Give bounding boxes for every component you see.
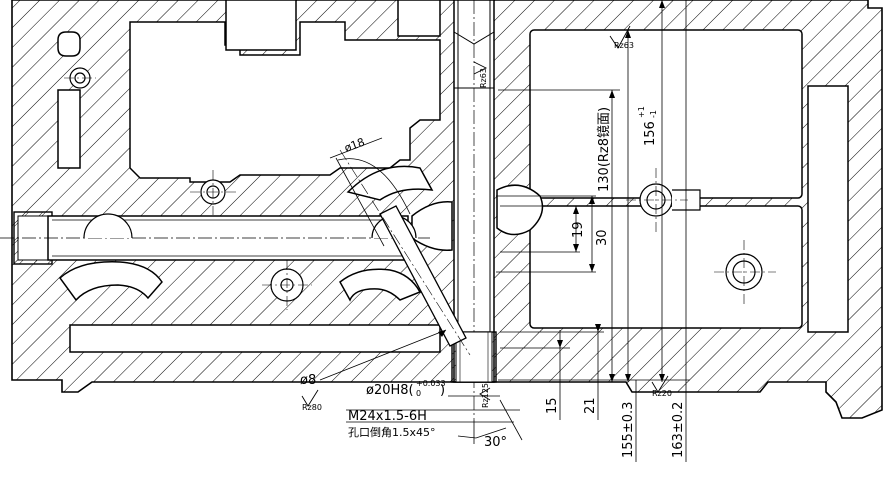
dim-156-tol-upper: +1	[637, 106, 646, 118]
dim-d8: ø8	[300, 373, 316, 388]
dim-d20-tol-lower: 0	[416, 389, 421, 398]
dim-d20: ø20H8(	[366, 383, 414, 398]
cavities	[57, 0, 849, 353]
dimension-lines	[319, 0, 690, 462]
vertical-bore	[451, 0, 497, 420]
dim-angle: 30°	[484, 435, 507, 450]
dim-d20-tol-upper: +0.033	[416, 379, 446, 388]
dim-thread: M24x1.5-6H	[348, 409, 427, 424]
dim-19: 19	[571, 221, 586, 238]
roughness-rz63-top: Rz63	[614, 41, 634, 50]
roughness-rz20: Rz20	[652, 389, 672, 398]
dim-15: 15	[545, 397, 560, 414]
dim-30: 30	[595, 229, 610, 246]
dim-21: 21	[583, 397, 598, 414]
dim-156-tol-lower: -1	[649, 110, 658, 118]
roughness-symbols	[301, 25, 669, 407]
horizontal-bore	[0, 211, 430, 265]
dim-chamfer: 孔口倒角1.5x45°	[348, 426, 436, 439]
roughness-rz63-bore: Rz63	[479, 68, 488, 88]
roughness-rz80: Rz80	[302, 403, 322, 412]
dim-163: 163±0.2	[671, 402, 686, 458]
dim-130: 130(Rz8镜面)	[597, 107, 612, 192]
dim-d20-close: )	[440, 383, 445, 398]
inclined-bore	[339, 149, 471, 356]
arrowheads	[438, 0, 665, 382]
centerlines	[64, 77, 776, 310]
roughness-rz125: Rz125	[481, 383, 490, 408]
dim-155: 155±0.3	[621, 402, 636, 458]
dim-156: 156	[643, 121, 658, 146]
